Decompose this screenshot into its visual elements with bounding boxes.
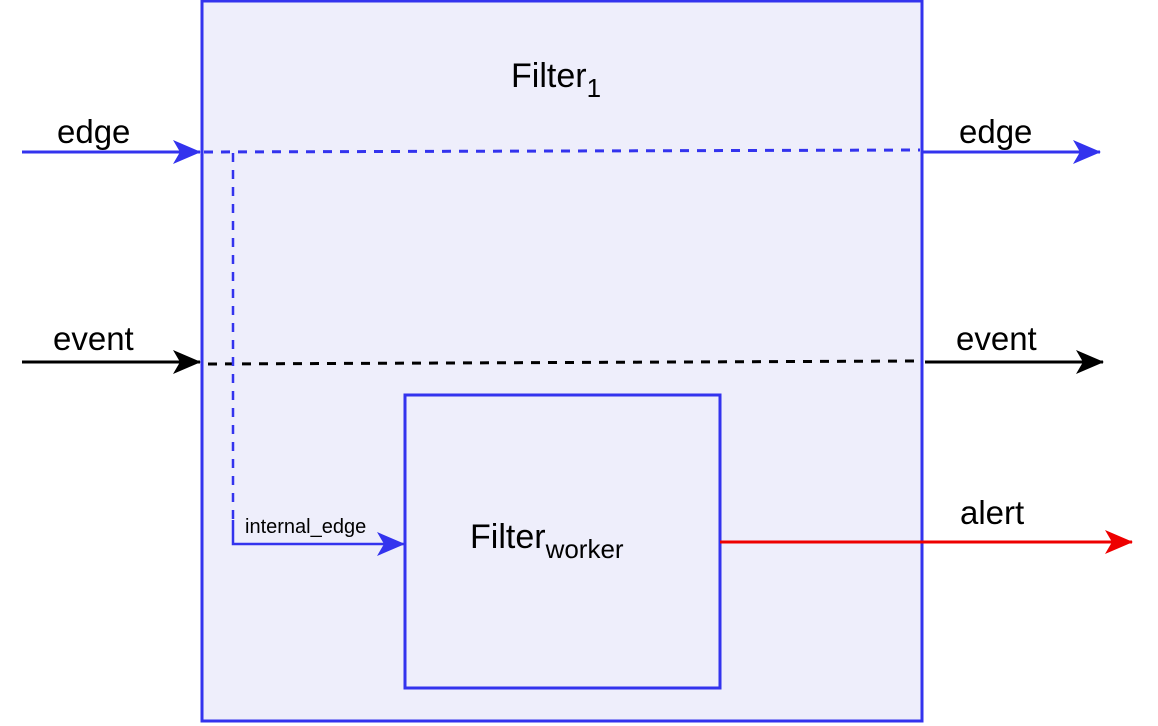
edge-input-label: edge xyxy=(57,113,130,150)
outer-title-subscript: 1 xyxy=(587,73,601,103)
worker-filter-box xyxy=(403,393,722,690)
edge-passthrough-line xyxy=(203,148,921,154)
edge-output-label: edge xyxy=(959,113,1032,150)
outer-box-title: Filter1 xyxy=(511,57,601,103)
outer-title-main: Filter xyxy=(511,57,587,95)
internal-edge-label: internal_edge xyxy=(245,516,366,538)
event-input-label: event xyxy=(53,320,134,357)
alert-output-label: alert xyxy=(960,494,1024,531)
worker-box-title: Filterworker xyxy=(470,518,624,564)
internal-edge-arrow xyxy=(231,520,405,556)
worker-title-main: Filter xyxy=(470,518,546,556)
worker-title-subscript: worker xyxy=(545,534,624,564)
event-output-label: event xyxy=(956,320,1037,357)
